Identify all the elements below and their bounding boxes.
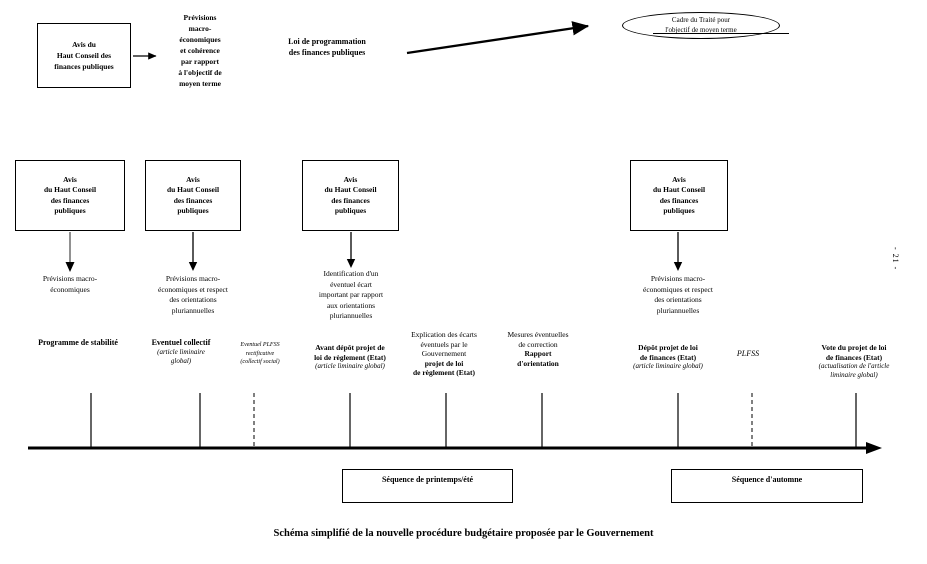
arrow-avis3-head-icon [346, 259, 356, 268]
arrow-avis4-head-icon [673, 262, 683, 271]
avis-note-1: Prévisions macro- économiques [42, 274, 98, 294]
label-note: (article liminaire global) [633, 362, 703, 370]
timeline-label-depot-plf: Dépôt projet de loi de finances (Etat) (… [612, 343, 724, 371]
timeline-label-plfss-rectificative: Eventuel PLFSS rectificative (collectif … [240, 342, 280, 365]
loi-programmation-label: Loi de programmation des finances publiq… [288, 37, 366, 57]
timeline-arrowhead-icon [866, 442, 882, 454]
timeline-label-mesures-correction: Mesures éventuelles de correction Rappor… [487, 330, 589, 368]
label-title: Avant dépôt projet de loi de règlement (… [314, 343, 386, 362]
arrow-loi-to-treaty-icon [406, 21, 590, 55]
forecast-coherence-note: Prévisions macro- économiques et cohéren… [178, 13, 222, 88]
avis-note-2: Prévisions macro- économiques et respect… [158, 274, 228, 315]
avis-box-3: Avis du Haut Conseil des finances publiq… [302, 160, 399, 231]
label-title: Rapport d'orientation [517, 349, 559, 368]
label-note: (actualisation de l'article liminaire gl… [818, 362, 890, 379]
timeline-label-avant-depot-reglement: Avant dépôt projet de loi de règlement (… [294, 343, 406, 371]
label-note: (article liminaire global) [315, 362, 385, 370]
avis-box-1: Avis du Haut Conseil des finances publiq… [15, 160, 125, 231]
diagram-caption: Schéma simplifié de la nouvelle procédur… [273, 528, 654, 539]
page-number: - 21 - [891, 247, 900, 271]
label-note: (article liminaire global) [157, 347, 205, 365]
avis-box-4: Avis du Haut Conseil des finances publiq… [630, 160, 728, 231]
label-title: Vote du projet de loi de finances (Etat) [821, 343, 887, 362]
sequence-box-automne: Séquence d'automne [671, 469, 863, 503]
avis-note-3: Identification d'un éventuel écart impor… [318, 269, 384, 320]
timeline-label-plfss: PLFSS [736, 349, 760, 358]
label-title: Dépôt projet de loi de finances (Etat) [638, 343, 698, 362]
arrow-avis2-head-icon [188, 262, 198, 271]
hcfp-box-top: Avis du Haut Conseil des finances publiq… [37, 23, 131, 88]
label-title: Programme de stabilité [38, 338, 118, 347]
timeline-label-stabilite: Programme de stabilité [22, 338, 134, 348]
ellipse-underline [653, 33, 789, 34]
sequence-box-printemps: Séquence de printemps/été [342, 469, 513, 503]
label-pre: Explication des écarts éventuels par le … [411, 330, 477, 358]
label-pre: Mesures éventuelles de correction [507, 330, 569, 349]
timeline-label-vote-plf: Vote du projet de loi de finances (Etat)… [794, 343, 914, 380]
avis-note-4: Prévisions macro- économiques et respect… [643, 274, 713, 315]
avis-box-2: Avis du Haut Conseil des finances publiq… [145, 160, 241, 231]
label-title: Eventuel collectif [151, 338, 211, 347]
timeline-label-explication-ecarts: Explication des écarts éventuels par le … [389, 330, 499, 378]
arrow-avis1-head-icon [65, 262, 75, 272]
label-title: projet de loi de règlement (Etat) [412, 358, 476, 378]
treaty-framework-ellipse: Cadre du Traité pour l'objectif de moyen… [622, 12, 780, 39]
timeline-label-collectif: Eventuel collectif (article liminaire gl… [138, 338, 224, 366]
